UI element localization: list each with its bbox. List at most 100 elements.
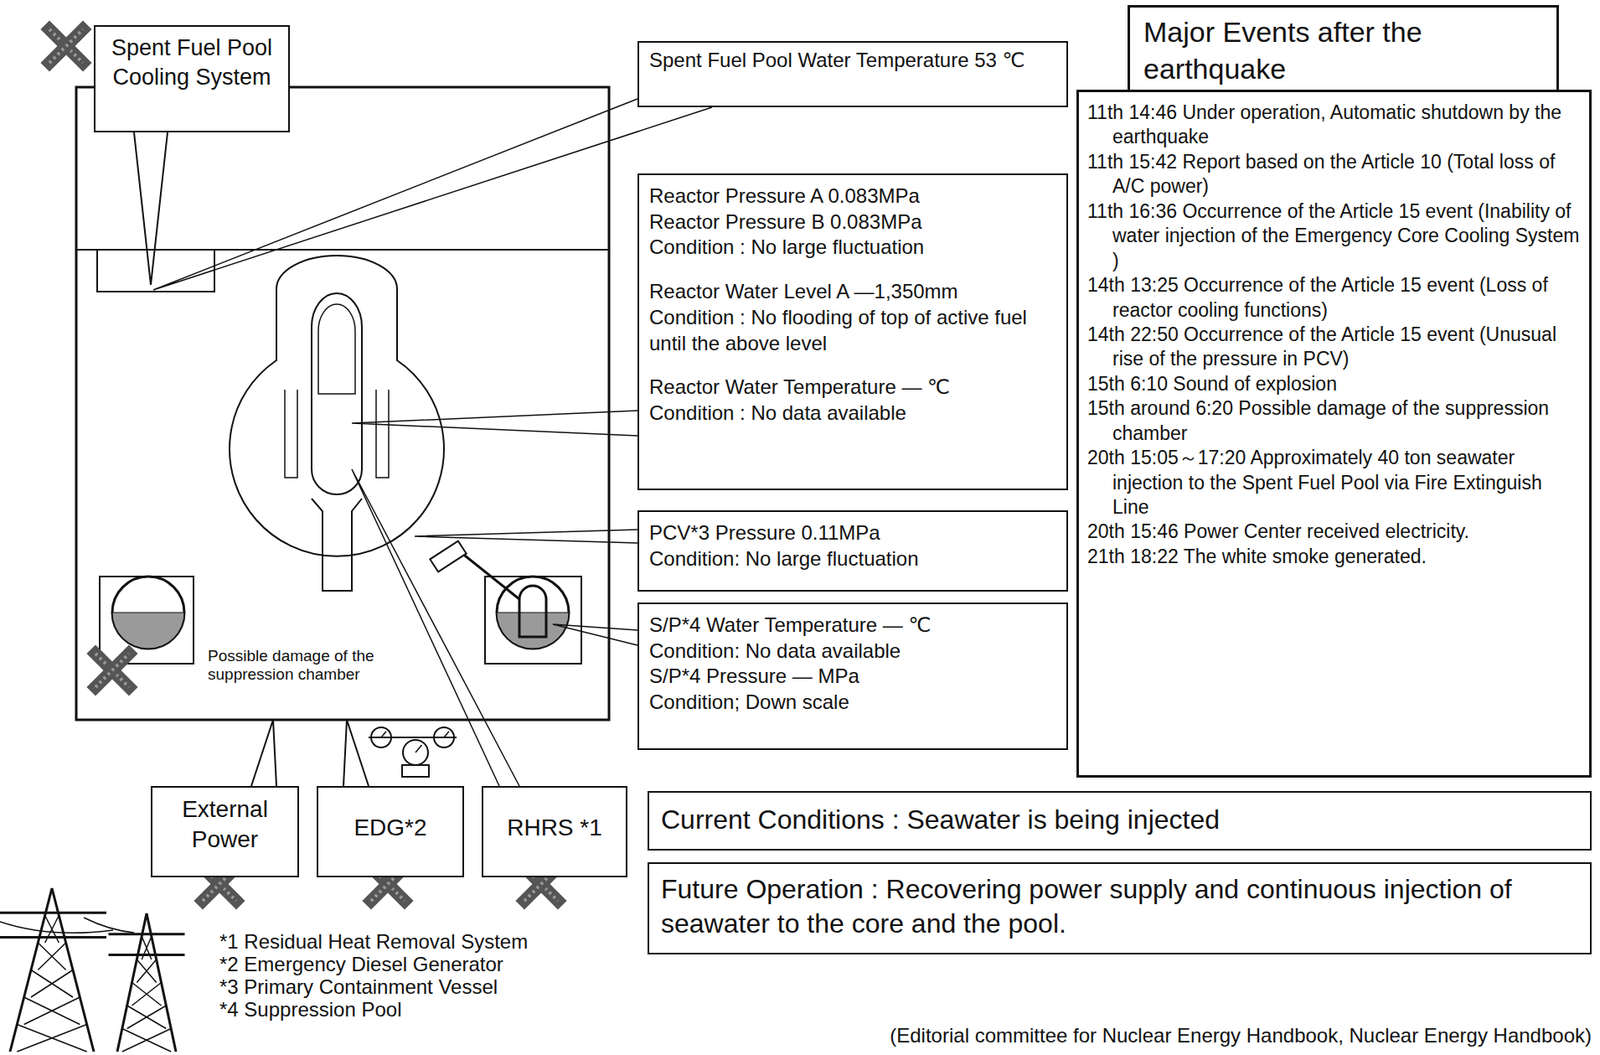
failure-x-mark [95,653,130,687]
power-line [0,917,135,933]
node-text: Condition : No flooding of top of active… [649,304,1057,357]
node-text: 15th 6:10 Sound of explosion [1087,371,1581,397]
tower-brace [30,970,73,998]
node-text: Current Conditions : Seawater is being i… [660,802,1579,837]
spent-fuel-pool [97,249,215,292]
failure-x-texture [49,29,83,63]
tower-crossarm [0,935,107,939]
footnote: *2 Emergency Diesel Generator [219,952,639,976]
node-text: 14th 13:25 Occurrence of the Article 15 … [1087,273,1581,323]
node-text: Reactor Water Temperature — ℃ [649,374,1057,401]
node-text: 21th 18:22 The white smoke generated. [1087,544,1581,569]
node-text: Reactor Water Level A —1,350mm [649,278,1057,305]
node-text: Condition: No large fluctuation [649,546,1057,573]
callout-box: Reactor Pressure A 0.083MPaReactor Press… [637,173,1069,491]
leader-line [351,410,638,436]
node-text: Reactor Pressure A 0.083MPa [649,183,1057,210]
gauge-needle [381,731,387,738]
node-text: Spent Fuel Pool Cooling System [103,33,280,92]
pedestal [311,498,362,591]
leader-line [552,624,638,646]
node-text: Spent Fuel Pool Water Temperature 53 ℃ [649,47,1057,74]
callout-box: EDG*2 [316,785,465,878]
tower-crossarm [0,911,107,914]
tower-crossarm [108,932,186,935]
callout-box: External Power [150,785,300,878]
gauge-needle [443,731,450,738]
leader-line [414,529,638,543]
power-tower [108,913,186,1052]
node-text: 11th 14:46 Under operation, Automatic sh… [1087,100,1581,150]
node-text: 11th 15:42 Report based on the Article 1… [1087,149,1581,200]
node-text: S/P*4 Water Temperature — ℃ [649,612,1057,639]
tower-brace [16,1024,87,1053]
vent-pipe-stub [429,541,466,573]
drywell-vessel [229,255,444,557]
gauge-needle [415,744,423,753]
suppression-pool-water [112,612,185,649]
failure-x-mark [49,29,83,63]
node-text: 20th 15:05～17:20 Approximately 40 ton se… [1087,445,1581,520]
tower-brace [127,1005,167,1029]
reactor-pressure-vessel [311,293,362,495]
tower-brace [45,915,60,944]
tower-brace [24,996,81,1025]
tower-brace [136,959,156,983]
node-text: Reactor Pressure B 0.083MPa [649,209,1057,236]
reactor-building [76,87,610,720]
heading-box: Major Events after the earthquake [1127,5,1559,97]
node-text: Condition; Down scale [649,689,1057,716]
tower-brace [37,942,66,971]
node-text: 15th around 6:20 Possible damage of the … [1087,396,1581,446]
damage-note: Possible damage of the suppression chamb… [207,646,413,684]
node-text: RHRS *1 [488,812,621,843]
tower-brace [122,1028,171,1053]
failure-x-stroke [95,653,130,687]
tower-brace [24,996,81,1025]
callout-pointer [351,469,520,786]
callout-pointer [343,719,369,786]
node-text: 11th 16:36 Occurrence of the Article 15 … [1087,199,1581,274]
failure-x-texture [95,653,130,687]
vessel-skirt [376,389,389,478]
tower-brace [136,959,156,983]
failure-x-stroke [49,29,83,63]
node-text: PCV*3 Pressure 0.11MPa [649,520,1057,547]
node-text: S/P*4 Pressure — MPa [649,663,1057,690]
callout-box: PCV*3 Pressure 0.11MPaCondition: No larg… [637,510,1069,592]
failure-x-texture [49,29,83,63]
failure-x-stroke [49,29,83,63]
node-text: Condition : No large fluctuation [649,234,1057,261]
tower-brace [127,1005,167,1029]
callout-pointer [134,132,168,285]
suppression-pool-housing [99,576,194,664]
tower-brace [122,1028,171,1053]
gauge-pipe [368,736,457,739]
power-tower [0,887,107,1052]
callout-box: S/P*4 Water Temperature — ℃Condition: No… [637,602,1069,750]
node-text: External Power [157,794,293,855]
footnote: *4 Suppression Pool [219,997,639,1022]
tower-brace [30,970,73,998]
callout-pointer [251,719,277,786]
node-text: Condition: No data available [649,638,1057,665]
node-text: Future Operation : Recovering power supp… [660,872,1579,941]
vessel-skirt [284,389,298,478]
callout-box: Spent Fuel Pool Cooling System [93,25,290,133]
callout-box: Future Operation : Recovering power supp… [647,861,1592,955]
node-text: 14th 22:50 Occurrence of the Article 15 … [1087,322,1581,372]
footnote: *1 Residual Heat Removal System [219,929,639,954]
tower-brace [45,915,60,944]
reactor-pressure-vessel-inner [318,304,356,394]
pressure-gauge [402,739,429,765]
failure-x-texture [95,653,130,687]
event-list-box: 11th 14:46 Under operation, Automatic sh… [1076,89,1592,778]
node-text: 20th 15:46 Power Center received electri… [1087,519,1581,544]
tower-brace [37,942,66,971]
callout-box: Current Conditions : Seawater is being i… [647,790,1592,851]
suppression-pool-housing [485,576,582,664]
callout-box: Spent Fuel Pool Water Temperature 53 ℃ [637,41,1069,108]
suppression-pool [112,576,185,649]
source-citation: (Editorial committee for Nuclear Energy … [720,1023,1592,1048]
